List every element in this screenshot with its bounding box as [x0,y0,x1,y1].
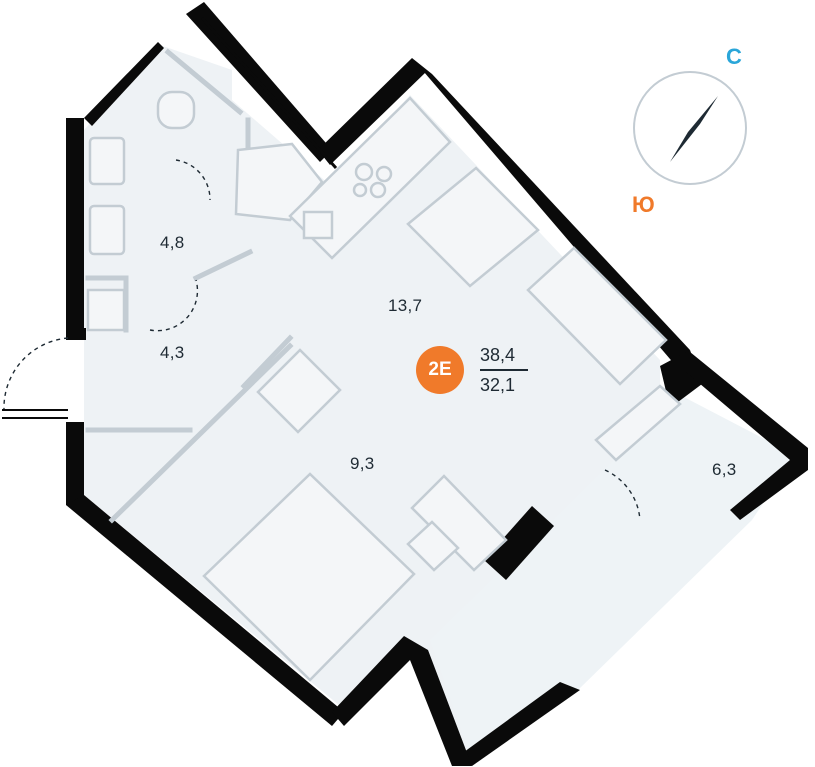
sofa [526,246,668,386]
wall-loggia-right [686,352,808,520]
toilet [156,90,196,130]
room-area-bathroom: 4,8 [160,233,185,252]
stove-burner [369,181,387,199]
compass-north-label: С [726,44,742,69]
bed [202,472,416,682]
loggia-door-swing [604,469,641,521]
room-area-loggia: 6,3 [712,460,737,479]
entrance-door-swing [3,337,69,411]
wall-notch-top [318,58,426,165]
wall-right-diag [412,58,690,366]
room-area-living: 13,7 [388,296,423,315]
compass [633,71,747,185]
loggia-floor [430,395,795,755]
sink-bath [88,136,126,186]
compass-south-label: Ю [632,192,655,217]
entrance-door [2,409,68,419]
compass-needle-icon [670,96,718,162]
stove-burner [354,162,374,182]
wall-left-lower [66,422,84,512]
apartment-badge: 2E 38,4 32,1 [416,343,528,397]
area-divider [480,369,528,371]
shower-tray-hall [86,288,126,332]
compass-ring [633,71,747,185]
fridge [256,348,342,434]
washer [88,204,126,256]
wall-bottom-left [66,495,344,726]
stove-burner [375,165,393,183]
wall-bottom-right [332,636,472,766]
room-area-hall: 4,3 [160,343,185,362]
wall-top-left [84,42,164,126]
bathroom-door-swing [175,159,211,201]
living-area: 32,1 [480,374,516,395]
partitions [85,48,294,524]
kitchen-sink [302,210,334,240]
total-area: 38,4 [480,345,516,365]
wall-loggia-bottom [464,682,580,766]
balcony-railing [200,17,338,169]
dining-table [406,166,540,288]
stove-burner [352,182,368,198]
room-area-bedroom: 9,3 [350,454,375,473]
wall-entrance-top [66,328,86,340]
desk-chair [406,520,460,572]
hall-door-swing [149,279,199,332]
wall-pillar [484,506,554,580]
furniture [86,90,682,682]
doors [3,159,641,521]
wall-left [66,118,84,338]
area-summary: 38,4 32,1 [480,343,528,397]
apartment-type-badge: 2E [416,345,464,394]
armchair [594,384,682,462]
